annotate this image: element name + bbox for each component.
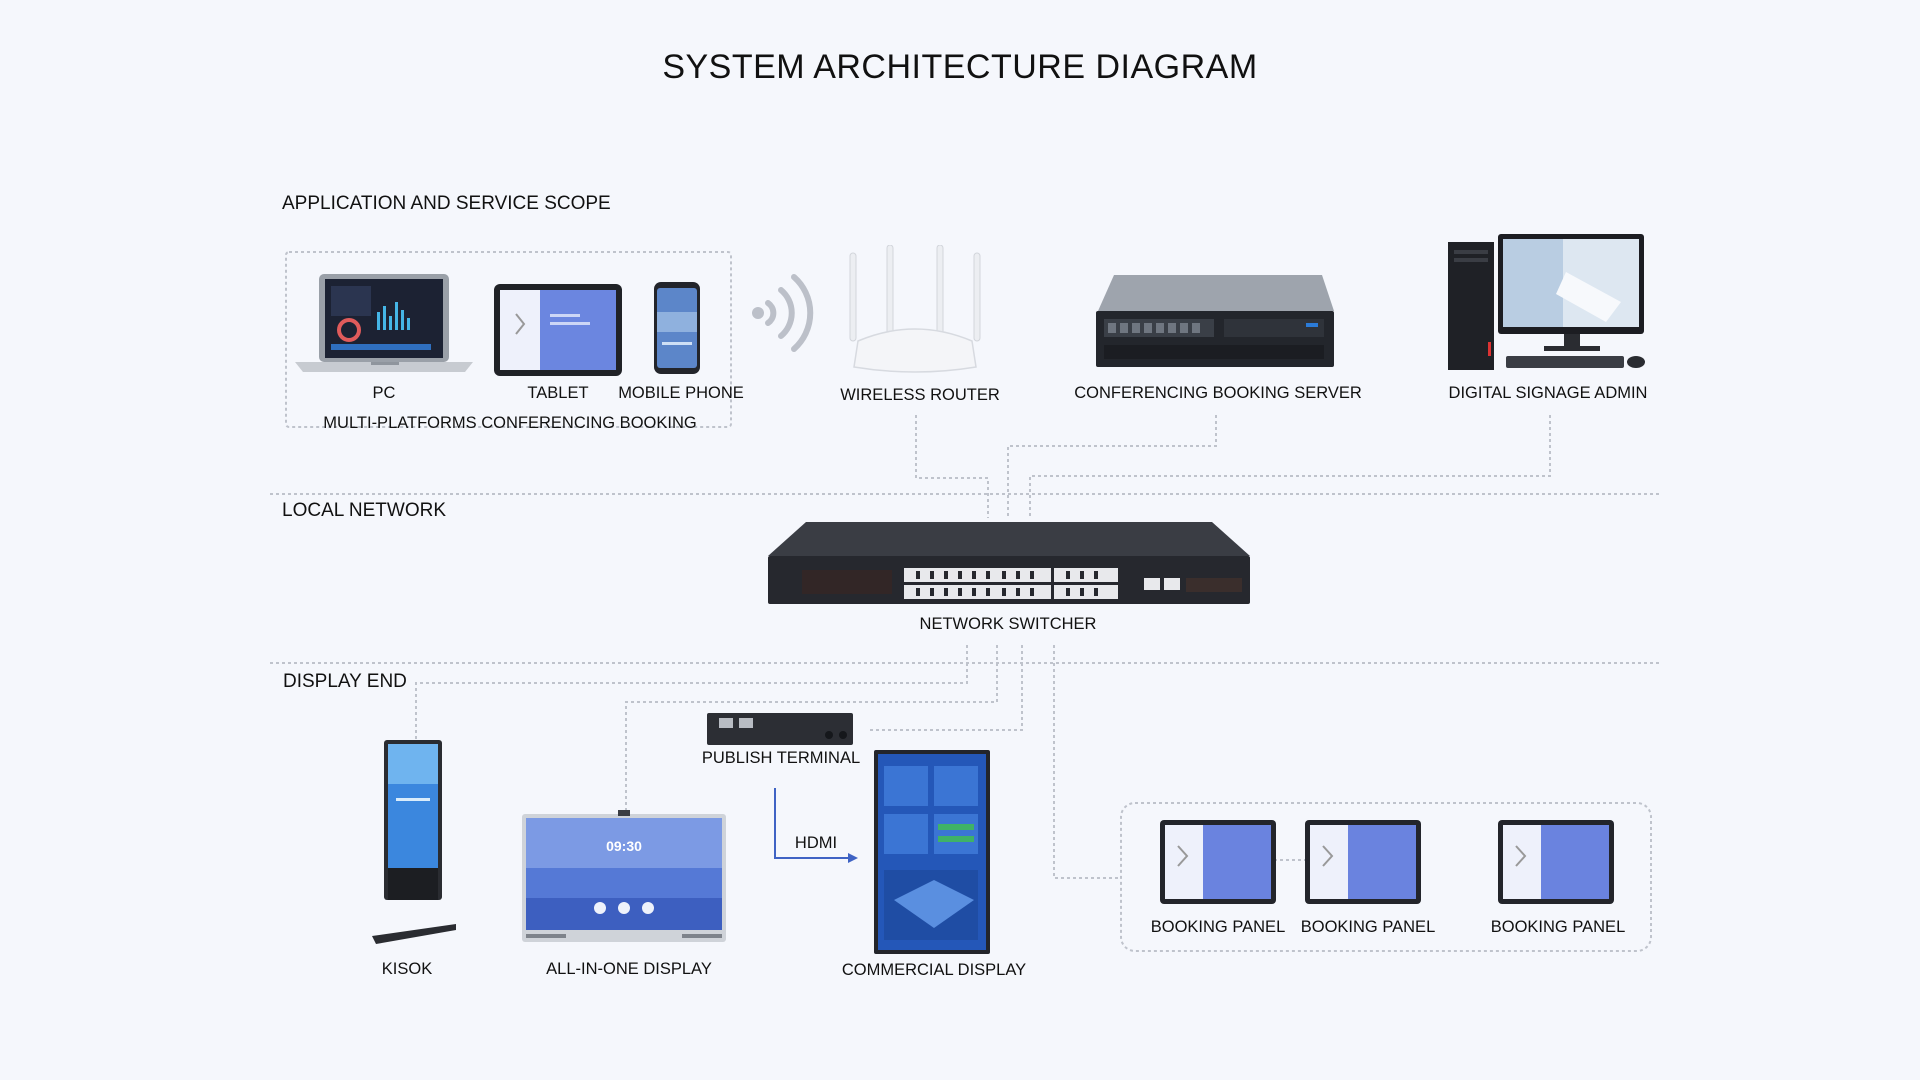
all-in-one-label: ALL-IN-ONE DISPLAY [546, 960, 712, 978]
hdmi-label: HDMI [794, 834, 838, 852]
wifi-icon [765, 274, 814, 352]
booking-panel-icon [1160, 820, 1276, 909]
booking-panel-icon [1498, 820, 1614, 909]
pc-label: PC [372, 384, 396, 402]
laptop-icon [295, 272, 475, 382]
tablet-label: TABLET [527, 384, 589, 402]
server-label: CONFERENCING BOOKING SERVER [1074, 384, 1362, 402]
network-switch-icon [766, 522, 1252, 615]
all-in-one-clock: 09:30 [606, 838, 642, 854]
network-switch-label: NETWORK SWITCHER [919, 615, 1097, 633]
section-display-end: DISPLAY END [283, 671, 407, 692]
publish-terminal-icon [707, 713, 853, 752]
wireless-router-label: WIRELESS ROUTER [840, 386, 1000, 404]
hdmi-arrowhead [848, 853, 858, 863]
wire-all-in-one [625, 645, 998, 810]
wifi-dot [752, 307, 764, 319]
booking-panel-2-label: BOOKING PANEL [1300, 918, 1436, 936]
desktop-computer-icon [1446, 232, 1652, 377]
mobile-phone-label: MOBILE PHONE [618, 384, 744, 402]
wire-commercial [870, 645, 1023, 731]
publish-terminal-label: PUBLISH TERMINAL [701, 749, 861, 767]
tablet-icon [494, 284, 622, 381]
wireless-router-icon [840, 244, 990, 385]
multi-platform-box [285, 251, 732, 428]
server-icon [1094, 275, 1336, 378]
signage-admin-label: DIGITAL SIGNAGE ADMIN [1448, 384, 1648, 402]
mobile-phone-icon [654, 282, 700, 379]
diagram-title: SYSTEM ARCHITECTURE DIAGRAM [662, 48, 1258, 86]
booking-panel-1-label: BOOKING PANEL [1150, 918, 1286, 936]
kiosk-icon [366, 740, 462, 955]
commercial-display-label: COMMERCIAL DISPLAY [841, 961, 1027, 979]
wire-booking [1053, 645, 1121, 879]
booking-panel-3-label: BOOKING PANEL [1490, 918, 1626, 936]
wire-signage [1029, 415, 1551, 518]
wire-server [1007, 415, 1217, 518]
wire-kiosk [415, 645, 968, 742]
all-in-one-display-icon [522, 810, 726, 953]
booking-panel-group [1120, 802, 1652, 952]
booking-panel-icon [1305, 820, 1421, 909]
section-application: APPLICATION AND SERVICE SCOPE [282, 193, 611, 214]
kiosk-label: KISOK [381, 960, 433, 978]
wire-router [915, 415, 989, 518]
section-local-network: LOCAL NETWORK [282, 500, 446, 521]
multi-platform-label: MULTI-PLATFORMS CONFERENCING BOOKING [323, 414, 697, 432]
hdmi-arrow [774, 788, 850, 859]
commercial-display-icon [874, 750, 990, 959]
